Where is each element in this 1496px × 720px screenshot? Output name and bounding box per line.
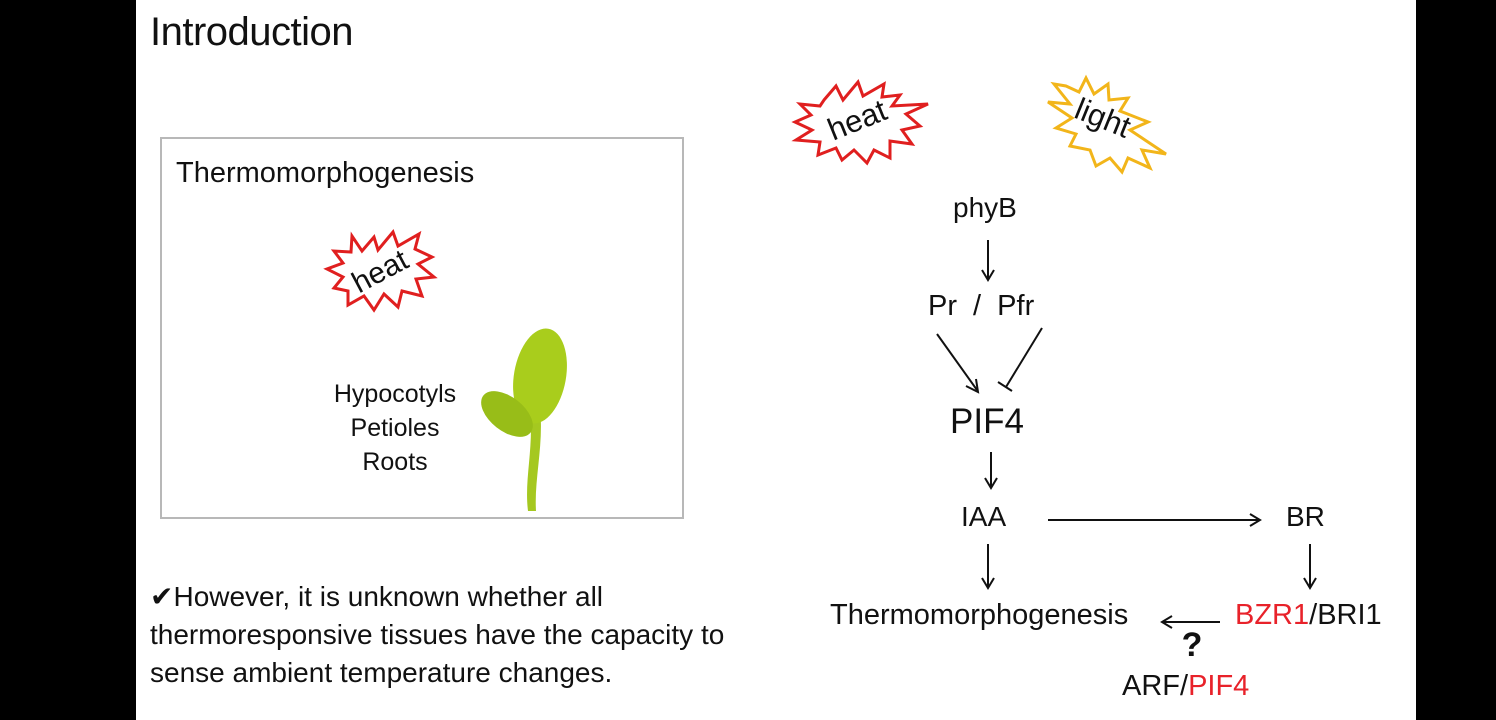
checkmark-icon: ✔: [150, 581, 174, 612]
node-pr-pfr: Pr / Pfr: [928, 290, 1035, 322]
node-phyb: phyB: [953, 192, 1017, 223]
node-iaa: IAA: [961, 501, 1007, 532]
arrow-pr-to-pif4: [936, 333, 980, 394]
light-burst-icon: light: [1047, 74, 1167, 175]
heat-burst-icon: heat: [323, 229, 438, 313]
node-thermomorphogenesis: Thermomorphogenesis: [830, 599, 1129, 631]
bri1-label: /BRI1: [1309, 599, 1382, 631]
box-title: Thermomorphogenesis: [176, 157, 475, 189]
tissue-item: Petioles: [350, 414, 440, 442]
box-illustration: heat: [323, 229, 567, 511]
arrow-iaa-to-thermo: [981, 544, 995, 590]
note-body: However, it is unknown whether all therm…: [150, 581, 725, 688]
node-bzr1-bri1: BZR1/BRI1: [1235, 599, 1382, 632]
arrow-bzr1-to-thermo: [1160, 615, 1220, 629]
inhibition-pfr-to-pif4: [997, 327, 1043, 392]
node-pif4: PIF4: [950, 402, 1024, 441]
arrow-pif4-to-iaa: [984, 452, 998, 490]
node-br: BR: [1286, 501, 1325, 532]
node-arf-pif4: ARF/PIF4: [1122, 670, 1249, 703]
pathway-arrows: [936, 240, 1317, 629]
page-title: Introduction: [150, 10, 354, 54]
pif4-red-label: PIF4: [1188, 670, 1250, 702]
slide: Introduction Thermomorphogenesis heat Hy…: [136, 0, 1416, 720]
arf-label: ARF/: [1122, 670, 1189, 702]
pathway-diagram: heat light ?: [791, 74, 1317, 664]
bzr1-label: BZR1: [1235, 599, 1310, 631]
arrow-br-to-bzr1: [1303, 544, 1317, 590]
thermomorphogenesis-box: Thermomorphogenesis heat Hypocotyls Peti…: [160, 137, 684, 519]
arrow-iaa-to-br: [1048, 513, 1262, 527]
seedling-icon: [481, 328, 567, 511]
tissue-item: Roots: [362, 448, 428, 476]
tissue-list: Hypocotyls Petioles Roots: [310, 377, 480, 479]
note-text: ✔However, it is unknown whether all ther…: [150, 578, 750, 692]
tissue-item: Hypocotyls: [333, 380, 457, 408]
question-mark: ?: [1182, 626, 1203, 664]
arrow-phyb-to-pr-pfr: [981, 240, 995, 282]
heat-burst-icon: heat: [791, 79, 929, 166]
